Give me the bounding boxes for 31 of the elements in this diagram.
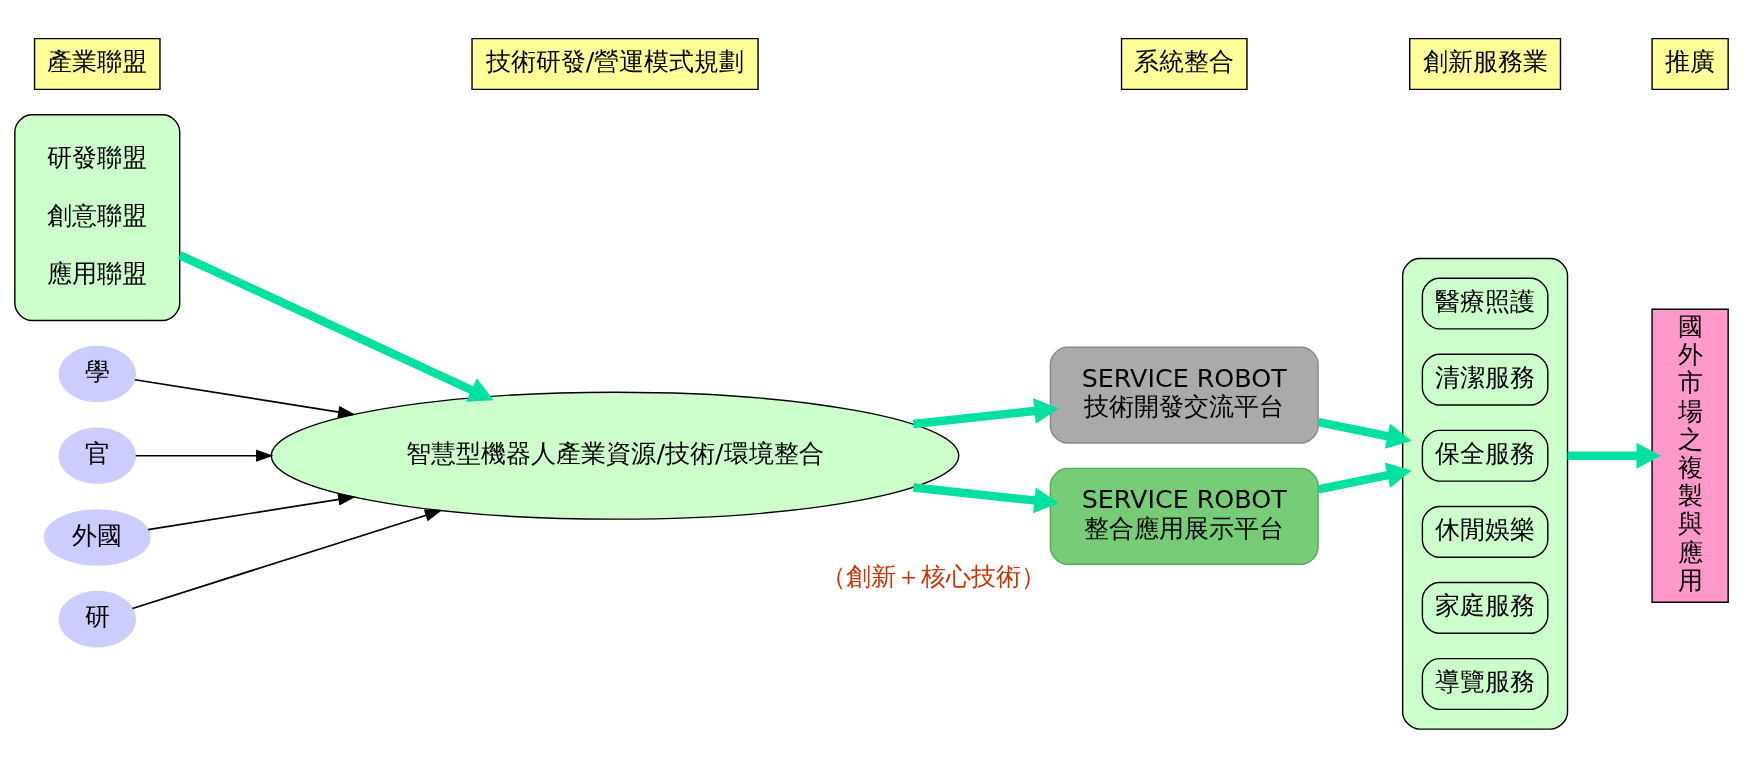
node-box: 醫療照護 [1421, 277, 1549, 330]
node-box: 創新服務業 [1409, 37, 1562, 91]
node-box: SERVICE ROBOT 技術開發交流平台 [1049, 346, 1319, 444]
node-box: 導覽服務 [1421, 657, 1549, 711]
node-box: SERVICE ROBOT 整合應用展示平台 [1049, 467, 1319, 565]
arrow [912, 398, 1059, 429]
node-box: 研發聯盟 創意聯盟 應用聯盟 [14, 114, 181, 322]
node-box: 系統整合 [1120, 37, 1248, 91]
node-box: 國外市場之複製與應用 [1651, 308, 1729, 603]
arrow [131, 509, 443, 610]
arrow [1317, 418, 1412, 449]
node-box: 推廣 [1651, 37, 1729, 91]
node-box: 產業聯盟 [33, 37, 161, 91]
node-box: 保全服務 [1421, 429, 1549, 482]
node-ellipse: 官 [58, 427, 137, 485]
arrow [147, 493, 356, 531]
arrow [1317, 462, 1412, 494]
node-box: 技術研發/營運模式規劃 [471, 37, 759, 91]
node-box: 清潔服務 [1421, 353, 1549, 406]
arrow [912, 483, 1059, 514]
node-ellipse: 學 [58, 345, 137, 403]
arrow [1567, 442, 1662, 469]
arrow [134, 449, 274, 462]
node-ellipse: 研 [58, 590, 137, 648]
node-ellipse: 外國 [43, 509, 151, 566]
node-label: （創新＋核心技術） [820, 560, 1046, 591]
node-box: 休閒娛樂 [1421, 505, 1549, 558]
node-box: 家庭服務 [1421, 581, 1549, 634]
arrow [177, 251, 494, 402]
arrow [134, 378, 356, 419]
cluster [1401, 257, 1569, 730]
